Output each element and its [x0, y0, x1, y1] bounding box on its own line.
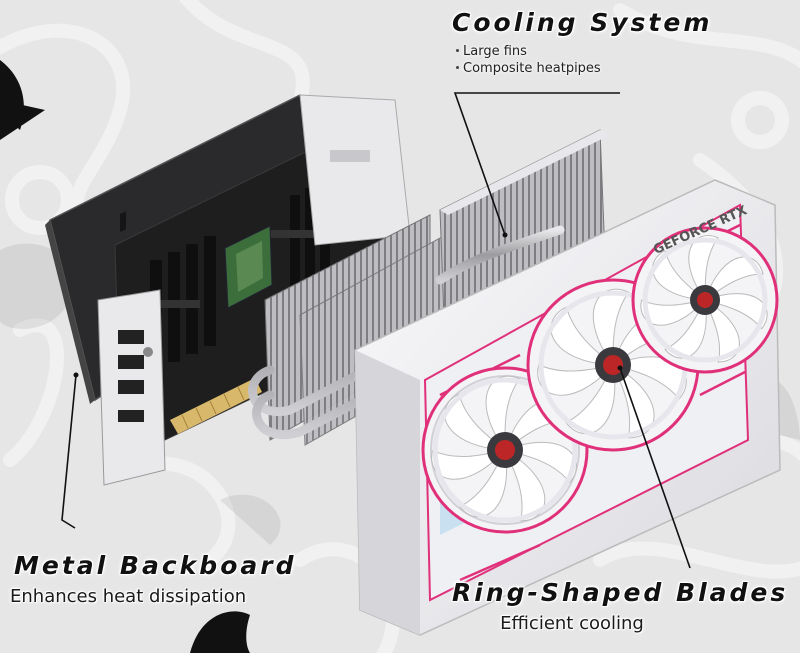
ring-blades-callout: Ring-Shaped Blades Efficient cooling [452, 578, 789, 634]
metal-backboard-subtitle: Enhances heat dissipation [10, 586, 247, 607]
leader-line-cooling [453, 92, 620, 236]
leader-line-blades [619, 367, 691, 569]
metal-backboard-title: Metal Backboard [14, 551, 297, 580]
leader-line-backboard [61, 374, 77, 529]
heatpipes [248, 225, 575, 439]
leader-lines [61, 92, 691, 569]
cooling-system-callout: Cooling System Large fins Composite heat… [452, 8, 712, 77]
cooling-bullet: Composite heatpipes [456, 60, 712, 77]
metal-backboard-callout: Metal Backboard Enhances heat dissipatio… [10, 551, 296, 607]
black-corner-ornament-top-left [0, 60, 45, 140]
support-bracket [299, 94, 411, 246]
ring-blades-subtitle: Efficient cooling [500, 613, 644, 634]
black-corner-ornament-bottom [190, 611, 250, 653]
cooling-system-title: Cooling System [452, 8, 713, 37]
cooling-bullet: Large fins [456, 43, 712, 60]
fan-right [631, 226, 779, 374]
ring-blades-title: Ring-Shaped Blades [452, 578, 789, 607]
cooling-system-bullets: Large fins Composite heatpipes [456, 43, 712, 77]
io-bracket [97, 289, 166, 486]
